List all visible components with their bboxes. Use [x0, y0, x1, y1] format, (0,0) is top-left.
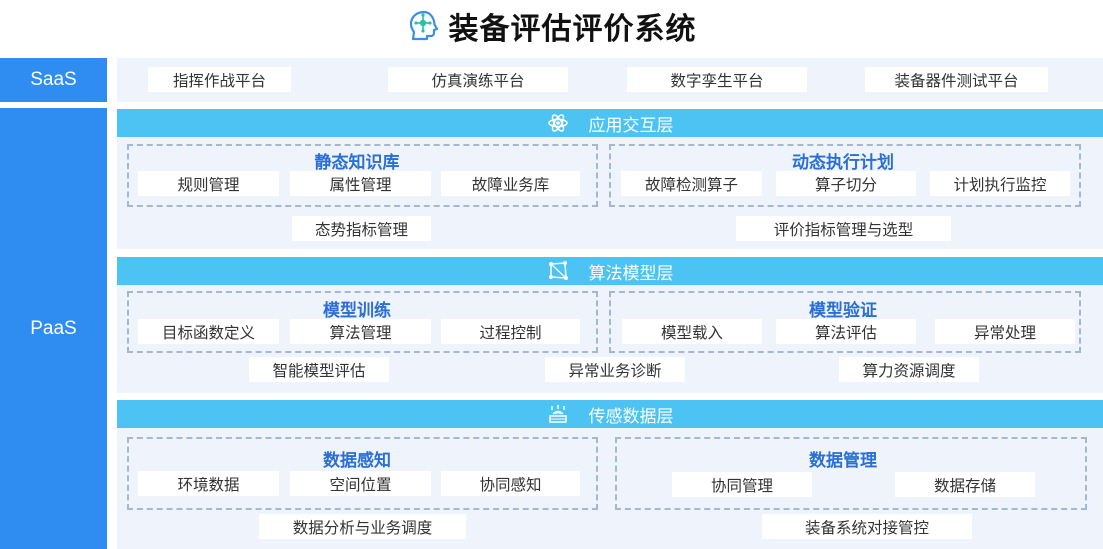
layer-title: 传感数据层 [588, 406, 674, 427]
title-bar: 装备评估评价系统 [0, 4, 1103, 48]
group-title: 动态执行计划 [792, 153, 894, 173]
group-model-validation [609, 291, 1081, 353]
group-title: 静态知识库 [314, 153, 400, 173]
group-model-training [127, 291, 598, 353]
ai-head-icon [409, 10, 438, 41]
group-item[interactable]: 算子切分 [776, 171, 916, 196]
group-item[interactable]: 数据存储 [895, 472, 1035, 497]
group-item[interactable]: 协同感知 [441, 471, 580, 496]
layer-extra-item[interactable]: 装备系统对接管控 [762, 514, 972, 539]
group-item[interactable]: 协同管理 [672, 472, 812, 497]
group-item[interactable]: 故障业务库 [441, 171, 580, 196]
paas-label: PaaS [0, 108, 107, 549]
group-item[interactable]: 故障检测算子 [621, 171, 762, 196]
layer-extra-item[interactable]: 评价指标管理与选型 [736, 216, 951, 241]
sensor-icon [548, 405, 567, 423]
layer-header-sensor-data: 传感数据层 [117, 400, 1103, 428]
layer-header-algorithm: 算法模型层 [117, 257, 1103, 285]
nodes-icon [548, 261, 568, 280]
saas-item[interactable]: 装备器件测试平台 [865, 67, 1048, 92]
group-title: 模型验证 [809, 301, 877, 321]
group-item[interactable]: 算法管理 [290, 319, 431, 344]
group-item[interactable]: 属性管理 [290, 171, 431, 196]
layer-title: 算法模型层 [588, 263, 674, 284]
group-item[interactable]: 空间位置 [290, 471, 431, 496]
saas-label: SaaS [0, 58, 107, 102]
saas-item[interactable]: 仿真演练平台 [388, 67, 568, 92]
layer-title: 应用交互层 [588, 115, 674, 136]
layer-extra-item[interactable]: 异常业务诊断 [545, 357, 685, 382]
group-item[interactable]: 异常处理 [935, 319, 1075, 344]
group-item[interactable]: 计划执行监控 [930, 171, 1070, 196]
group-title: 数据管理 [809, 451, 877, 471]
group-data-management [615, 437, 1087, 510]
group-item[interactable]: 算法评估 [776, 319, 916, 344]
group-item[interactable]: 模型载入 [622, 319, 762, 344]
layer-extra-item[interactable]: 算力资源调度 [839, 357, 979, 382]
layer-header-application: 应用交互层 [117, 109, 1103, 137]
layer-extra-item[interactable]: 态势指标管理 [292, 216, 431, 241]
atom-icon [547, 114, 568, 132]
group-static-knowledge [127, 144, 598, 207]
saas-item[interactable]: 数字孪生平台 [627, 67, 807, 92]
layer-extra-item[interactable]: 智能模型评估 [249, 357, 389, 382]
group-dynamic-plan [609, 144, 1081, 207]
group-item[interactable]: 过程控制 [441, 319, 580, 344]
group-title: 模型训练 [323, 301, 391, 321]
saas-item[interactable]: 指挥作战平台 [148, 67, 291, 92]
group-item[interactable]: 环境数据 [138, 471, 279, 496]
group-title: 数据感知 [323, 451, 391, 471]
group-data-perception [127, 437, 598, 510]
page-title: 装备评估评价系统 [448, 12, 697, 47]
layer-extra-item[interactable]: 数据分析与业务调度 [259, 514, 466, 539]
group-item[interactable]: 规则管理 [138, 171, 279, 196]
group-item[interactable]: 目标函数定义 [138, 319, 279, 344]
